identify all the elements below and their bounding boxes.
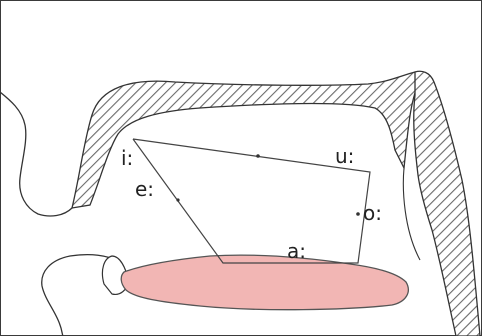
vowel-label-u: u: (335, 144, 354, 168)
vowel-point-dot (176, 198, 179, 201)
vowel-label-a: a: (287, 239, 306, 263)
vowel-point-dot (256, 154, 260, 158)
vowel-label-e: e: (135, 177, 154, 201)
vowel-label-i: i: (121, 146, 133, 170)
vowel-point-dot (356, 212, 360, 216)
pharynx-wall-shape (414, 71, 480, 336)
velum-contour (403, 168, 420, 260)
upper-lip-contour (0, 92, 72, 216)
vowel-label-o: o: (363, 201, 382, 225)
